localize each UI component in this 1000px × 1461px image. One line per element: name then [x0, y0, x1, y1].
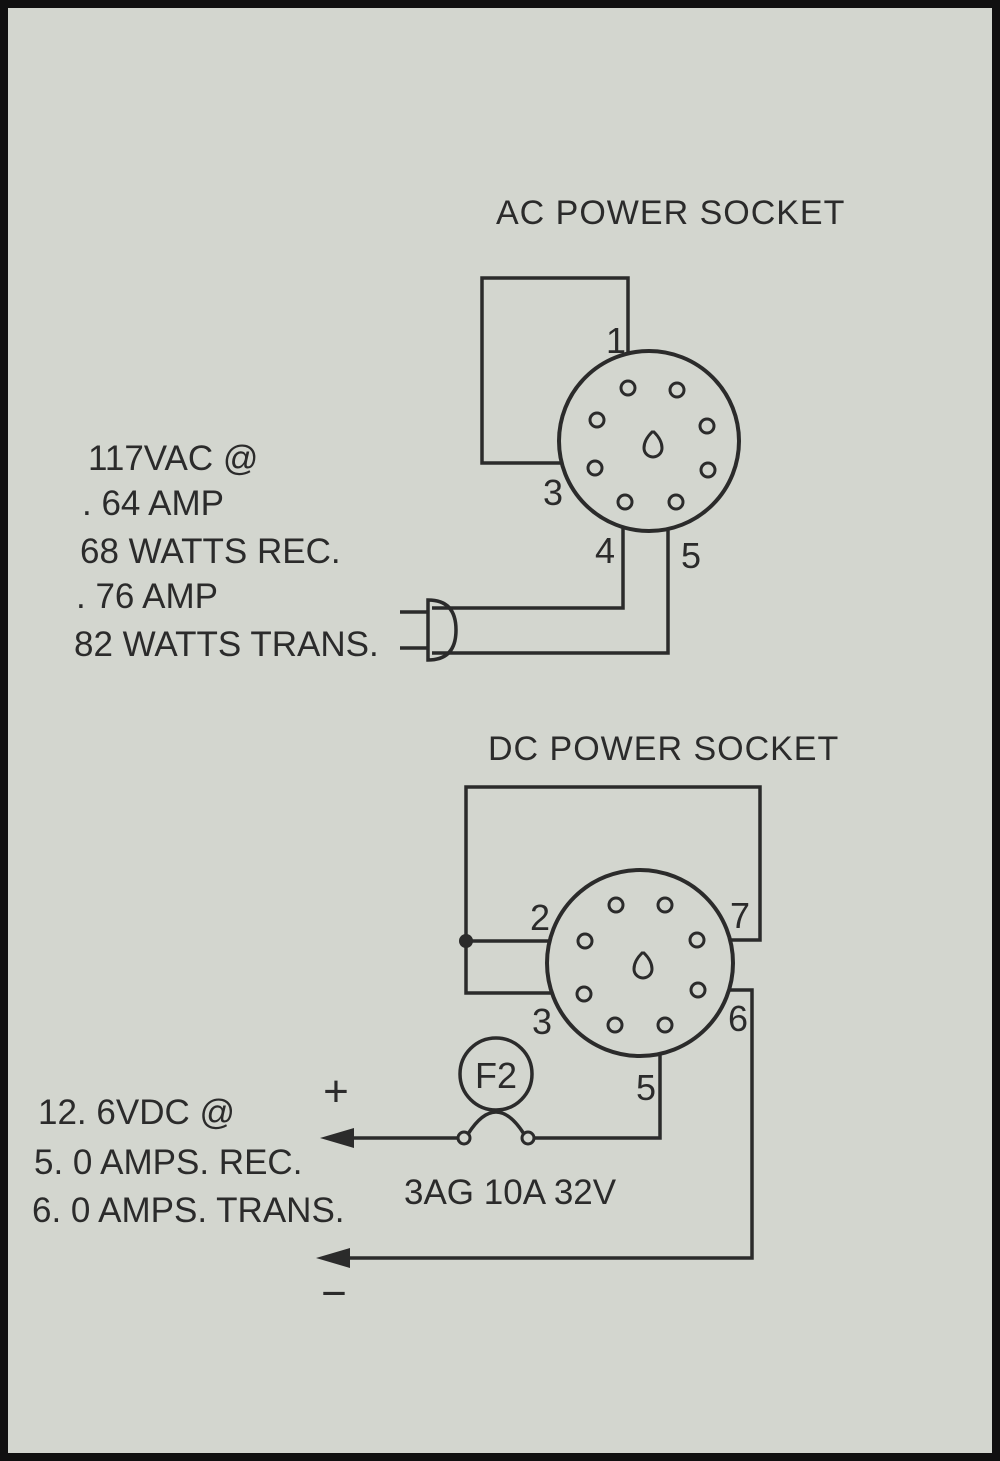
dc-pin5-hole: [656, 1016, 674, 1034]
ac-socket-title: AC POWER SOCKET: [496, 194, 845, 232]
dc-junction-dot: [459, 934, 473, 948]
ac-pin-label-4: 4: [595, 530, 615, 571]
diagram-page: AC POWER SOCKET 1 3 4 5 117VAC @ . 64 AM…: [8, 8, 992, 1453]
dc-pin6-hole: [689, 981, 707, 999]
fuse-designator-circle: [458, 1036, 534, 1112]
dc-top-loop-wire: [464, 785, 762, 942]
dc-pin-label-2: 2: [530, 897, 550, 938]
ac-pin3-hole: [586, 459, 604, 477]
dc-spec-line: 6. 0 AMPS. TRANS.: [32, 1191, 345, 1230]
dc-socket: [545, 868, 735, 1058]
ac-specs: 117VAC @ . 64 AMP 68 WATTS REC. . 76 AMP…: [74, 439, 379, 664]
dc-positive-arrow-icon: [320, 1128, 354, 1148]
dc-socket-title: DC POWER SOCKET: [488, 730, 839, 768]
ac-spec-line: 117VAC @: [88, 439, 258, 478]
ac-spec-line: 68 WATTS REC.: [80, 532, 341, 571]
dc-pin3-wire: [464, 941, 583, 995]
dc-pin-label-6: 6: [728, 998, 748, 1039]
ac-spec-line: . 76 AMP: [76, 577, 218, 616]
schematic-diagram: AC POWER SOCKET 1 3 4 5 117VAC @ . 64 AM…: [32, 194, 845, 1318]
dc-pin-label-5: 5: [636, 1067, 656, 1108]
ac-spec-line: . 64 AMP: [82, 484, 224, 523]
dc-negative-arrow-icon: [316, 1248, 350, 1268]
dc-key-hole: [632, 951, 654, 980]
ac-plug-icon: [400, 598, 458, 662]
dc-spec-line: 5. 0 AMPS. REC.: [34, 1143, 302, 1182]
ac-key-hole: [642, 430, 664, 459]
dc-negative-sign: −: [321, 1269, 347, 1318]
ac-pin5-hole: [667, 493, 685, 511]
dc-positive-sign: +: [323, 1067, 349, 1116]
ac-pin1-hole: [619, 379, 637, 397]
dc-specs: 12. 6VDC @ 5. 0 AMPS. REC. 6. 0 AMPS. TR…: [32, 1093, 345, 1230]
dc-pin2-hole: [576, 932, 594, 950]
dc-spec-line: 12. 6VDC @: [38, 1093, 235, 1132]
ac-pin-label-1: 1: [606, 320, 626, 361]
fuse-icon: [456, 1110, 536, 1146]
ac-pin-label-3: 3: [543, 472, 563, 513]
ac-socket: [557, 349, 741, 533]
ac-jumper-wire: [480, 276, 630, 465]
dc-pin-label-3: 3: [532, 1001, 552, 1042]
fuse-rating: 3AG 10A 32V: [404, 1173, 617, 1212]
dc-pin-label-7: 7: [730, 895, 750, 936]
ac-pin4-wire: [432, 500, 625, 610]
ac-spec-line: 82 WATTS TRANS.: [74, 625, 379, 664]
fuse-designator: F2: [475, 1055, 517, 1096]
dc-pin7-hole: [688, 931, 706, 949]
dc-pin3-hole: [575, 985, 593, 1003]
ac-pin4-hole: [616, 493, 634, 511]
ac-pin-label-5: 5: [681, 535, 701, 576]
